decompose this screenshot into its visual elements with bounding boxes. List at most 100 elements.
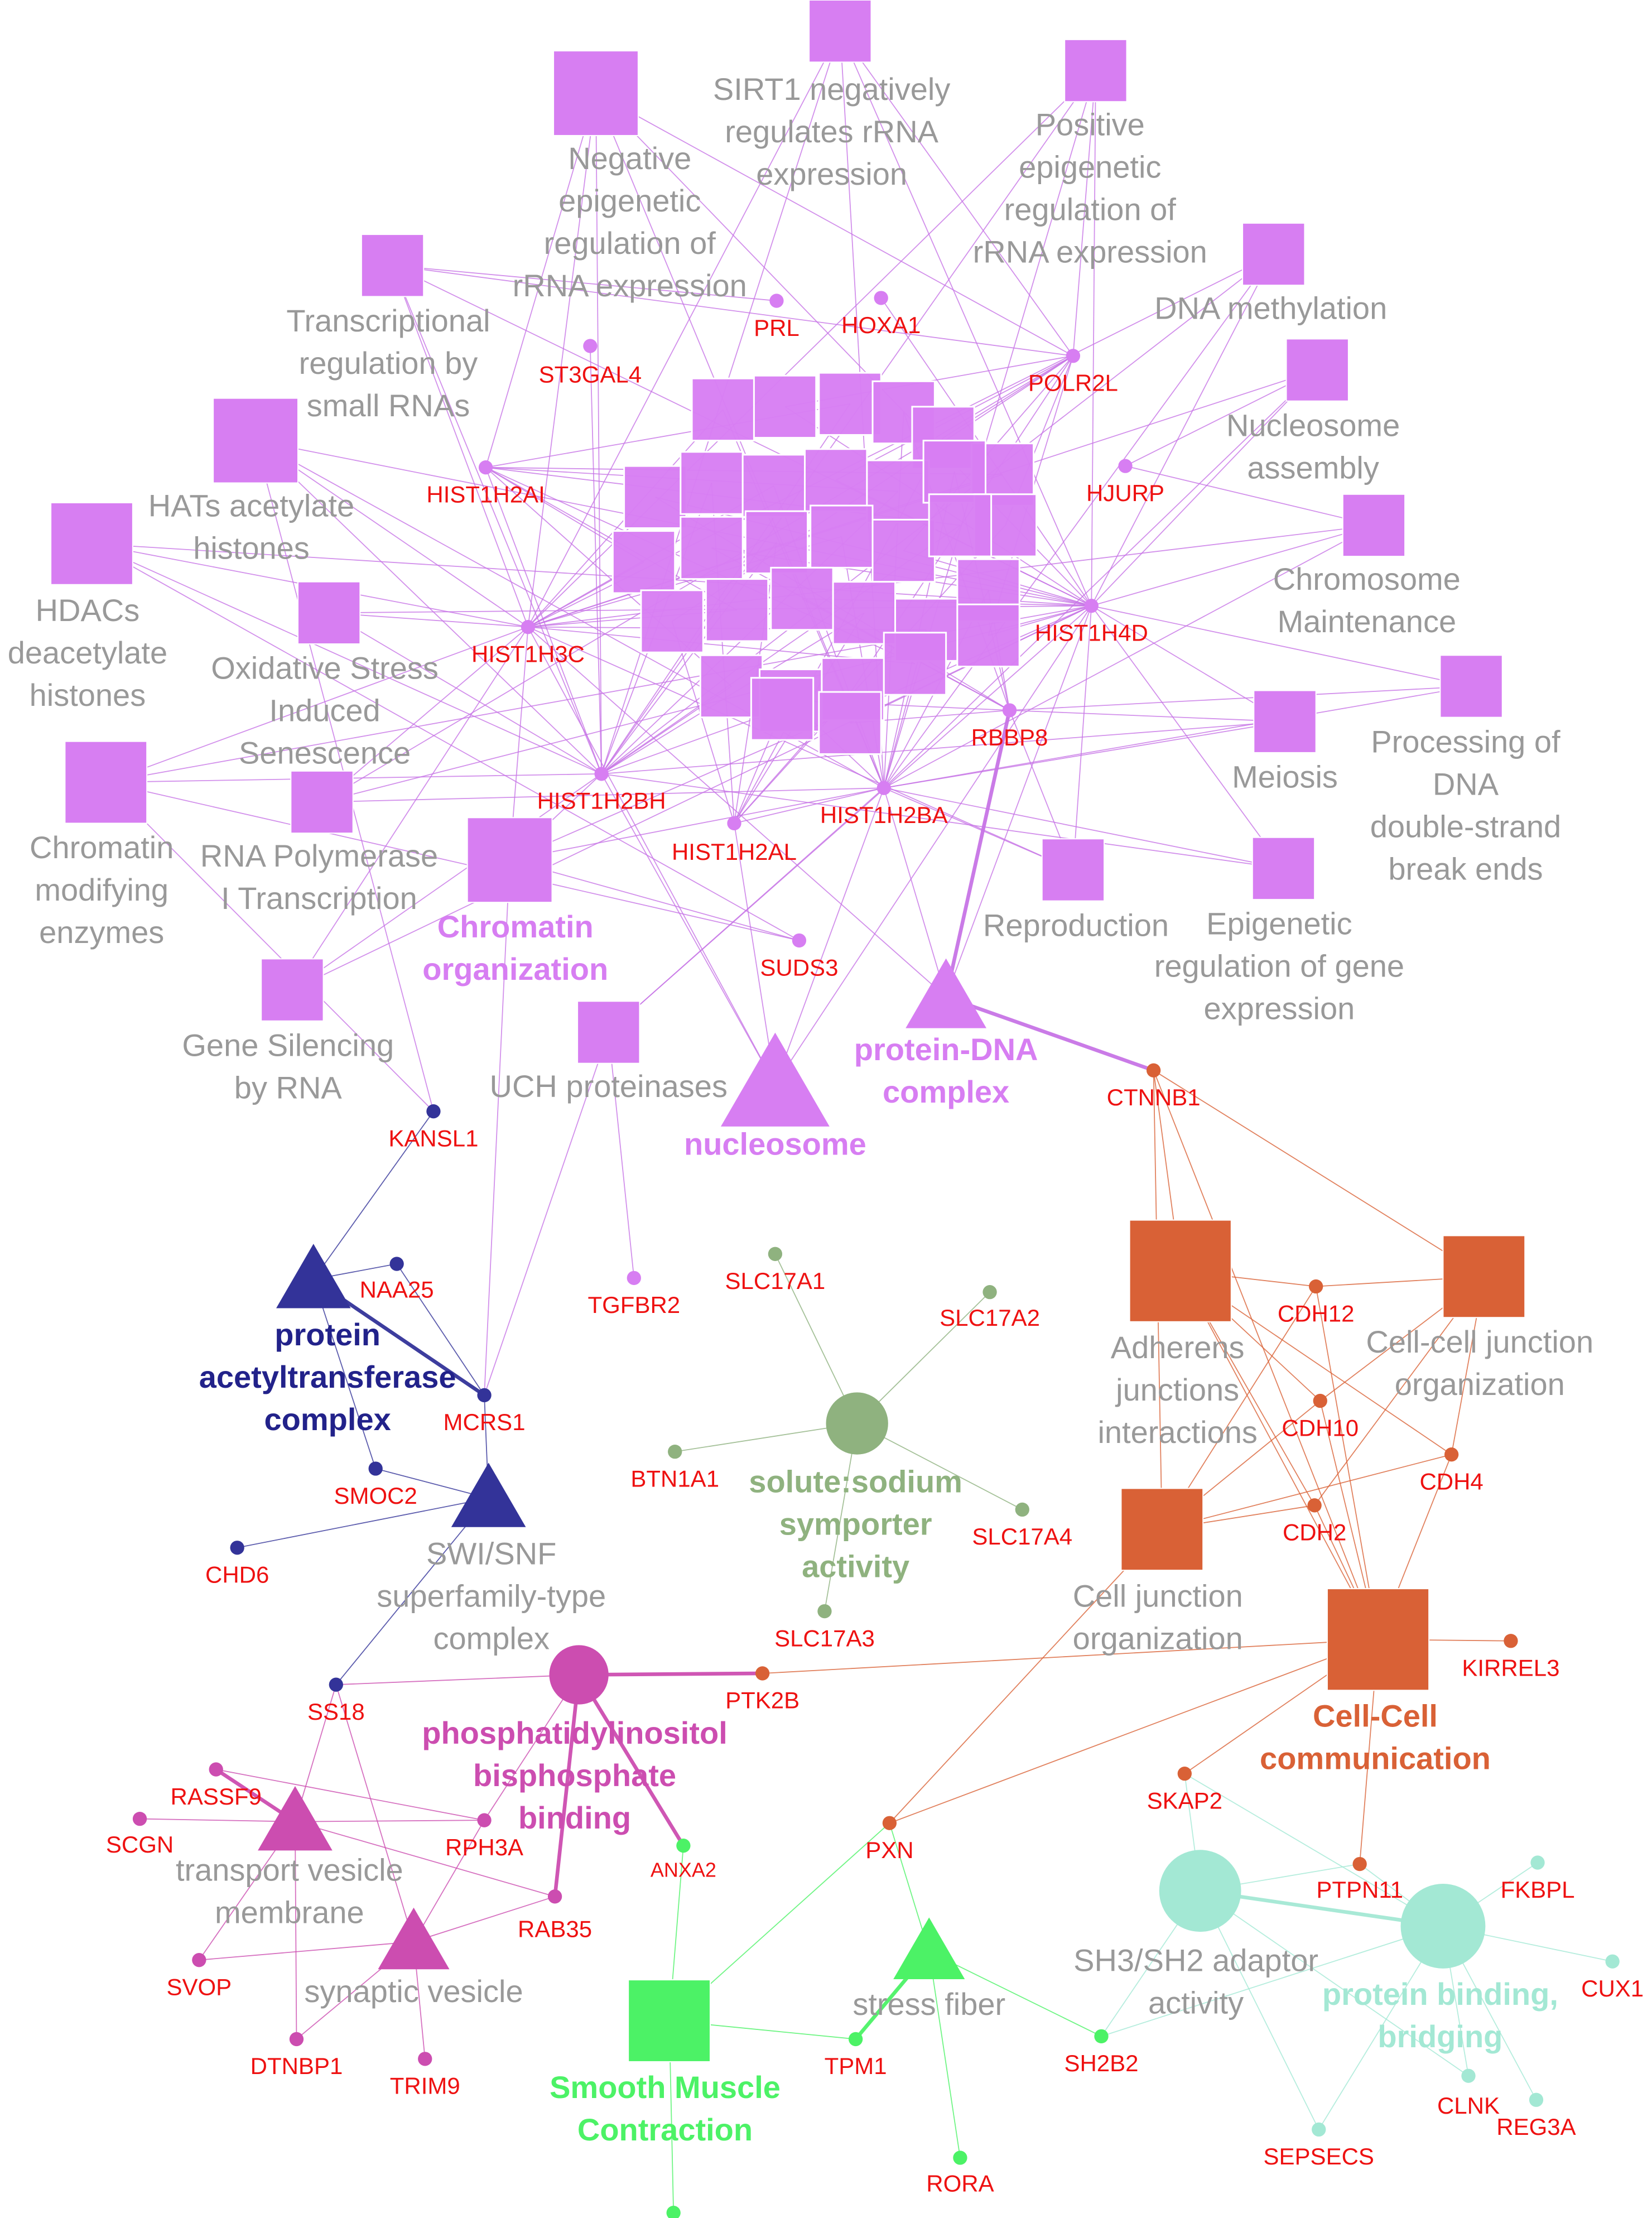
- node-g_kansl1[interactable]: [426, 1104, 441, 1119]
- node-g_ptpn11[interactable]: [1352, 1856, 1367, 1871]
- node-t_swisnf[interactable]: [451, 1462, 526, 1527]
- label-line: Senescence: [239, 735, 411, 771]
- node-t_hdacs[interactable]: [50, 502, 133, 585]
- node-t_gene_sil[interactable]: [261, 958, 324, 1022]
- node-t_prot_dna[interactable]: [906, 958, 986, 1028]
- node-g_hist1h3c[interactable]: [521, 620, 536, 634]
- node-g_anxa2[interactable]: [676, 1839, 691, 1853]
- node-g_ctnnb1[interactable]: [1146, 1063, 1161, 1077]
- node-g_myl10[interactable]: [666, 2206, 681, 2218]
- node-t_bridging[interactable]: [1400, 1884, 1486, 1969]
- label-line: deacetylate: [8, 635, 167, 670]
- node-g_suds3[interactable]: [792, 933, 807, 948]
- node-t_dna_meth[interactable]: [1242, 222, 1306, 286]
- node-g_mcrs1[interactable]: [477, 1388, 492, 1403]
- node-t_hats[interactable]: [213, 397, 298, 484]
- node-g_kirrel3[interactable]: [1504, 1634, 1518, 1648]
- node-t_trans_small[interactable]: [360, 234, 425, 297]
- node-g_ptk2b[interactable]: [755, 1666, 770, 1681]
- node-g_hist1h2al[interactable]: [727, 816, 741, 831]
- node-g_cdh2[interactable]: [1307, 1498, 1322, 1513]
- node-g_st3gal4[interactable]: [583, 339, 598, 353]
- node-t_cell_junction[interactable]: [1120, 1488, 1204, 1571]
- node-g_smoc2[interactable]: [368, 1461, 383, 1476]
- node-g_cdh10[interactable]: [1313, 1393, 1327, 1408]
- node-g_svop[interactable]: [192, 1953, 206, 1967]
- node-g_tpm1[interactable]: [848, 2032, 863, 2047]
- node-g_hist1h4d[interactable]: [1084, 599, 1099, 613]
- node-t_repro[interactable]: [1041, 838, 1105, 902]
- node-g_slc17a3[interactable]: [817, 1604, 832, 1619]
- node-g_ss18[interactable]: [329, 1677, 343, 1692]
- node-g_hjurp[interactable]: [1118, 459, 1133, 473]
- edge-t_hats-g_hist1h3c: [255, 440, 529, 628]
- node-g_dtnbp1[interactable]: [289, 2032, 304, 2047]
- node-t_neg_epi[interactable]: [553, 50, 639, 136]
- label-line: acetyltransferase: [199, 1359, 456, 1394]
- node-t_chrom_maint[interactable]: [1342, 493, 1406, 557]
- node-t_nucleosome[interactable]: [720, 1032, 830, 1127]
- node-t_meiosis[interactable]: [1253, 690, 1317, 753]
- label-line: regulation of: [1004, 191, 1177, 227]
- node-t_sirt1[interactable]: [808, 0, 872, 63]
- label-line: symporter: [779, 1506, 932, 1541]
- node-g_naa25[interactable]: [389, 1257, 404, 1271]
- node-g_sepsecs[interactable]: [1312, 2122, 1326, 2137]
- node-g_trim9[interactable]: [418, 2052, 432, 2066]
- node-t_chrom_mod[interactable]: [64, 740, 148, 824]
- node-g_chd6[interactable]: [230, 1541, 244, 1555]
- node-g_slc17a1[interactable]: [768, 1247, 783, 1261]
- node-g_rab35[interactable]: [547, 1889, 562, 1904]
- node-g_reg3a[interactable]: [1529, 2092, 1544, 2107]
- node-g_skap2[interactable]: [1177, 1766, 1192, 1781]
- node-g_prl[interactable]: [769, 294, 784, 308]
- node-g_hist1h2ba[interactable]: [876, 781, 891, 795]
- node-g_cdh12[interactable]: [1309, 1279, 1323, 1294]
- edge-t_hats-g_hist1h2bh: [255, 440, 602, 774]
- node-t_pos_epi[interactable]: [1064, 39, 1128, 103]
- node-t_dsb[interactable]: [1439, 655, 1503, 718]
- label-g_slc17a2: SLC17A2: [940, 1305, 1040, 1331]
- node-t_cc_junction[interactable]: [1442, 1235, 1526, 1319]
- node-g_hist1h2ai[interactable]: [478, 460, 493, 475]
- node-g_hoxa1[interactable]: [874, 291, 888, 305]
- node-t_solute[interactable]: [826, 1392, 888, 1455]
- node-g_polr2l[interactable]: [1066, 349, 1081, 363]
- node-g_clnk[interactable]: [1461, 2068, 1476, 2083]
- node-g_rbbp8[interactable]: [1002, 703, 1017, 718]
- node-t_pip2[interactable]: [549, 1645, 609, 1705]
- node-g_hist1h2bh[interactable]: [594, 767, 609, 781]
- node-t_sh3sh2[interactable]: [1159, 1850, 1241, 1932]
- node-t_stress[interactable]: [893, 1917, 965, 1979]
- node-t_cell_comm[interactable]: [1326, 1588, 1430, 1691]
- node-t_oxid[interactable]: [297, 581, 361, 645]
- node-t_epi_gene[interactable]: [1251, 836, 1316, 901]
- node-g_cux1[interactable]: [1605, 1954, 1620, 1969]
- node-g_cdh4[interactable]: [1444, 1447, 1459, 1462]
- node-t_syn_ves[interactable]: [378, 1907, 450, 1970]
- node-t_tvm[interactable]: [258, 1786, 333, 1851]
- node-t_nuc_asm[interactable]: [1285, 338, 1349, 402]
- label-line: Oxidative Stress: [211, 651, 439, 686]
- label-line: PTPN11: [1316, 1877, 1403, 1903]
- node-g_slc17a4[interactable]: [1015, 1502, 1029, 1517]
- node-g_slc17a2[interactable]: [982, 1285, 997, 1300]
- node-t_rnapol[interactable]: [290, 770, 354, 834]
- node-g_btn1a1[interactable]: [668, 1444, 682, 1459]
- node-t_uch[interactable]: [577, 1000, 640, 1064]
- node-g_pxn[interactable]: [882, 1816, 897, 1830]
- node-t_pat_complex[interactable]: [276, 1244, 351, 1308]
- node-g_fkbpl[interactable]: [1530, 1855, 1545, 1870]
- label-line: KANSL1: [388, 1125, 478, 1152]
- node-g_scgn[interactable]: [132, 1811, 147, 1826]
- edge-t_syn_ves-g_rab35: [413, 1895, 555, 1942]
- node-g_rph3a[interactable]: [477, 1813, 492, 1827]
- node-g_rora[interactable]: [953, 2150, 967, 2165]
- node-g_rassf9[interactable]: [209, 1762, 223, 1777]
- node-g_sh2b2[interactable]: [1094, 2029, 1109, 2044]
- node-t_smooth[interactable]: [628, 1979, 711, 2062]
- node-t_chrom_org[interactable]: [466, 817, 553, 903]
- node-g_tgfbr2[interactable]: [627, 1271, 641, 1285]
- node-t_adherens[interactable]: [1129, 1219, 1232, 1322]
